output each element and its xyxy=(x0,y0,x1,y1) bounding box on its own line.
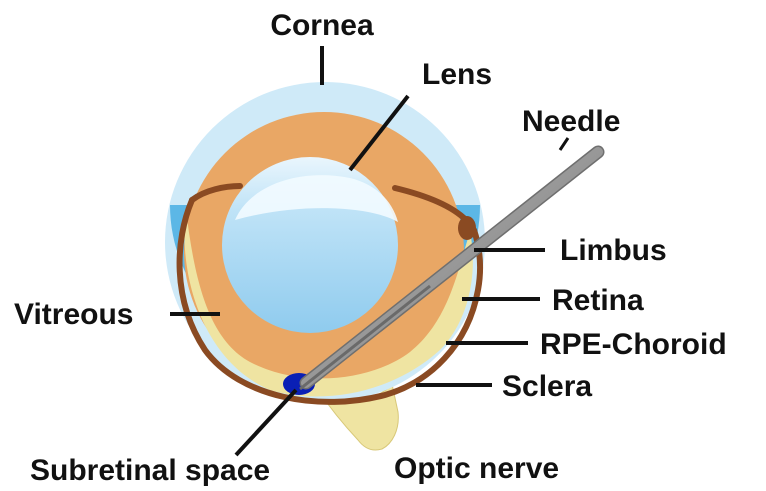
needle-label: Needle xyxy=(522,105,620,138)
vitreous-label: Vitreous xyxy=(14,298,134,331)
lens-label: Lens xyxy=(422,58,492,91)
optic-nerve-label: Optic nerve xyxy=(394,452,559,485)
cornea-label: Cornea xyxy=(270,9,374,42)
retina-label: Retina xyxy=(552,284,644,317)
subretinal-space-leader xyxy=(236,390,296,455)
needle-leader xyxy=(560,138,568,150)
sclera-label: Sclera xyxy=(502,370,592,403)
subretinal-space-label: Subretinal space xyxy=(30,454,270,487)
limbus-label: Limbus xyxy=(560,234,667,267)
rpe-choroid-label: RPE-Choroid xyxy=(540,328,727,361)
limbus-marker xyxy=(458,216,476,240)
